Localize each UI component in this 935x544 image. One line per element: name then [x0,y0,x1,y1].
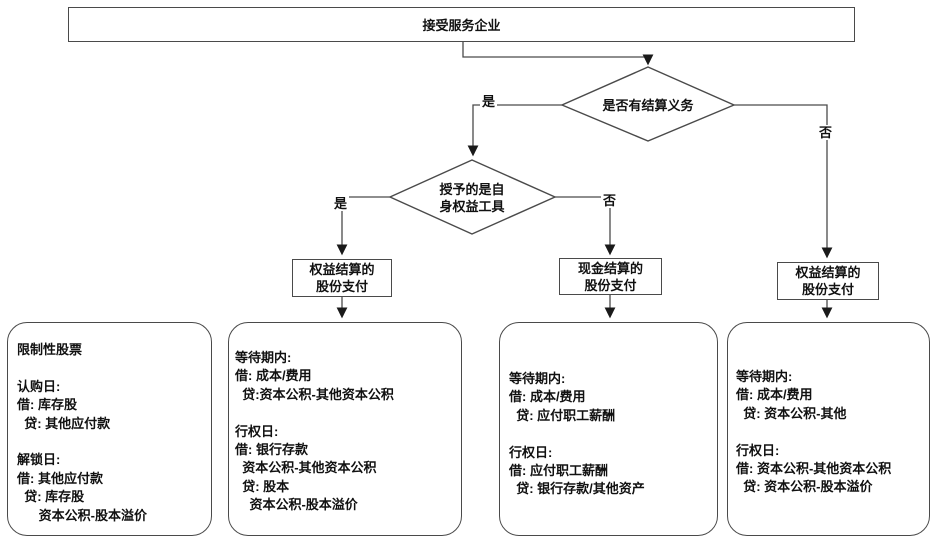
edge-label-decision2-no: 否 [601,193,619,208]
edge-label-decision1-no: 否 [817,125,835,140]
process-box-equity-settled-left: 权益结算的 股份支付 [292,259,392,297]
process-box-cash-settled: 现金结算的 股份支付 [559,258,662,295]
decision2-label: 授予的是自 身权益工具 [439,182,505,214]
decision1-diamond [560,66,736,142]
card-equity-settled-no-obligation-entries: 等待期内: 借: 成本/费用 贷: 资本公积-其他 行权日: 借: 资本公积-其… [727,322,930,536]
root-box-label: 接受服务企业 [422,18,501,33]
edge-decision2-yes [336,196,390,256]
card-cash-settled-entries: 等待期内: 借: 成本/费用 贷: 应付职工薪酬 行权日: 借: 应付职工薪酬 … [499,322,718,536]
edge-decision1-no [734,104,833,259]
decision2-diamond [388,159,557,235]
edge-decision1-yes [467,104,562,157]
decision1-label: 是否有结算义务 [602,98,694,113]
edge-label-decision2-yes: 是 [332,196,350,211]
edge-root-to-decision1 [462,42,654,66]
edge-label-decision1-yes: 是 [480,94,498,109]
card-restricted-stock-entries: 限制性股票 认购日: 借: 库存股 贷: 其他应付款 解锁日: 借: 其他应付款… [7,322,212,536]
card-equity-settled-entries: 等待期内: 借: 成本/费用 贷:资本公积-其他资本公积 行权日: 借: 银行存… [228,322,462,536]
process-box-equity-settled-right: 权益结算的 股份支付 [777,262,879,300]
root-box-service-receiving-enterprise: 接受服务企业 [68,7,855,42]
